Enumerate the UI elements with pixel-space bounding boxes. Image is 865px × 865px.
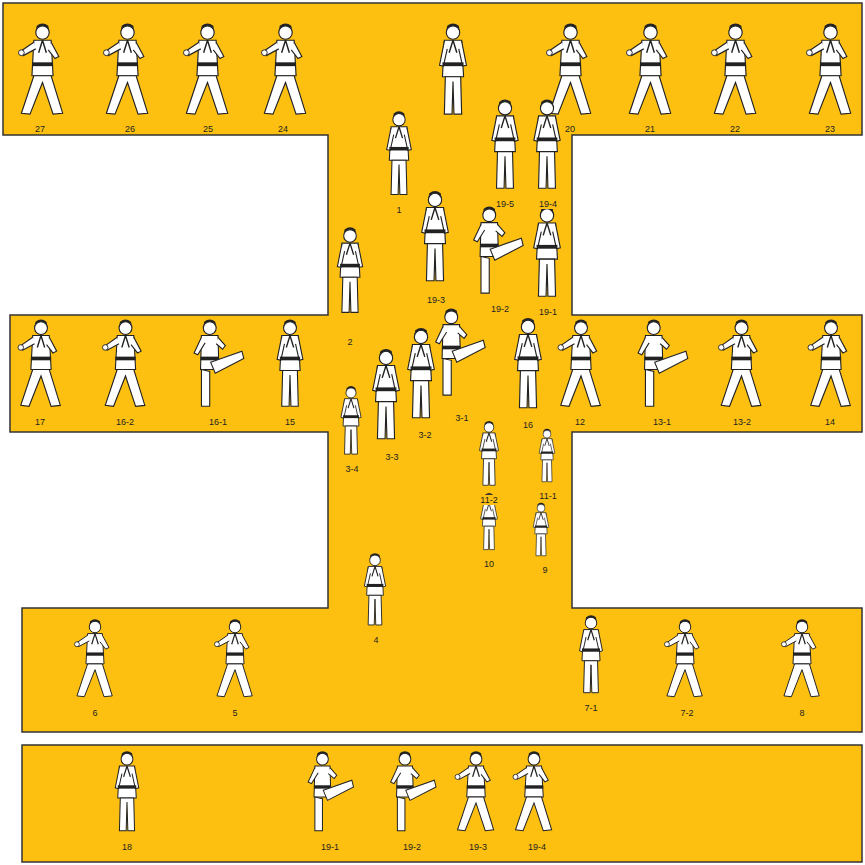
step-number-holder: 19-1: [538, 301, 558, 319]
step-number: 3-4: [344, 464, 359, 474]
step-number: 12: [574, 417, 586, 427]
step-number: 7-1: [583, 703, 598, 713]
step-number: 9: [541, 565, 548, 575]
step-number: 1: [395, 205, 402, 215]
step-number-holder: 19-2: [402, 836, 422, 854]
step-number-holder: 18: [121, 836, 133, 854]
step-number-holder: 19-4: [527, 836, 547, 854]
step-number: 11-2: [479, 495, 498, 505]
step-number: 16-1: [208, 417, 228, 427]
step-number-holder: 23: [824, 118, 836, 136]
step-number-holder: 3-2: [417, 424, 432, 442]
step-number: 20: [564, 124, 576, 134]
step-number-holder: 19-3: [426, 289, 446, 307]
step-number-holder: 16-1: [208, 411, 228, 429]
step-number-holder: 4: [372, 629, 379, 647]
step-number-holder: 10: [483, 553, 495, 571]
step-number: 19-4: [538, 199, 558, 209]
step-number: 19-2: [402, 842, 422, 852]
step-number: 21: [644, 124, 656, 134]
step-number: 16-2: [115, 417, 135, 427]
step-number: 4: [372, 635, 379, 645]
step-number: 15: [284, 417, 296, 427]
step-number-holder: 12: [574, 411, 586, 429]
step-number: 19-4: [527, 842, 547, 852]
step-number-holder: 21: [644, 118, 656, 136]
step-number-holder: 24: [277, 118, 289, 136]
step-number: 19-1: [320, 842, 340, 852]
floor-pattern: [3, 3, 862, 862]
step-number-holder: 7-1: [583, 697, 598, 715]
step-number: 3-2: [417, 430, 432, 440]
step-number-holder: 20: [564, 118, 576, 136]
step-number: 14: [824, 417, 836, 427]
step-number-holder: 1: [395, 199, 402, 217]
step-number-holder: 19-3: [468, 836, 488, 854]
step-number-holder: 7-2: [679, 702, 694, 720]
step-number: 7-2: [679, 708, 694, 718]
step-number-holder: 13-1: [652, 411, 672, 429]
step-number-holder: 17: [34, 411, 46, 429]
step-number: 8: [798, 708, 805, 718]
step-number-holder: 14: [824, 411, 836, 429]
step-number: 26: [124, 124, 136, 134]
step-number: 3-1: [454, 413, 469, 423]
step-number-holder: 26: [124, 118, 136, 136]
step-number: 19-1: [538, 307, 558, 317]
step-number: 18: [121, 842, 133, 852]
step-number-holder: 6: [91, 702, 98, 720]
step-number-holder: 2: [346, 331, 353, 349]
step-number: 13-2: [732, 417, 752, 427]
step-number-holder: 15: [284, 411, 296, 429]
step-number: 11-1: [538, 491, 557, 501]
step-number: 3-3: [384, 452, 399, 462]
step-number-holder: 19-4: [538, 193, 558, 211]
step-number: 2: [346, 337, 353, 347]
step-number: 19-5: [495, 199, 515, 209]
step-number: 16: [522, 420, 534, 430]
step-number: 27: [34, 124, 46, 134]
step-number: 19-3: [426, 295, 446, 305]
step-number-holder: 9: [541, 559, 548, 577]
step-number: 5: [231, 708, 238, 718]
step-number-holder: 13-2: [732, 411, 752, 429]
step-number-holder: 16-2: [115, 411, 135, 429]
step-number: 13-1: [652, 417, 672, 427]
step-number-holder: 11-2: [479, 489, 498, 507]
step-number-holder: 8: [798, 702, 805, 720]
step-number-holder: 19-2: [490, 298, 510, 316]
step-number-holder: 22: [729, 118, 741, 136]
step-number: 23: [824, 124, 836, 134]
step-number: 10: [483, 559, 495, 569]
step-number-holder: 19-1: [320, 836, 340, 854]
step-number-holder: 27: [34, 118, 46, 136]
step-number-holder: 3-3: [384, 446, 399, 464]
figures: [18, 23, 851, 830]
step-number-holder: 16: [522, 414, 534, 432]
step-number-holder: 5: [231, 702, 238, 720]
step-number: 22: [729, 124, 741, 134]
step-number: 19-3: [468, 842, 488, 852]
step-number: 19-2: [490, 304, 510, 314]
step-number: 17: [34, 417, 46, 427]
step-number-holder: 3-1: [454, 407, 469, 425]
step-number-holder: 25: [202, 118, 214, 136]
step-number: 24: [277, 124, 289, 134]
step-number-holder: 19-5: [495, 193, 515, 211]
step-number-holder: 11-1: [538, 485, 557, 503]
step-number: 25: [202, 124, 214, 134]
step-number-holder: 3-4: [344, 458, 359, 476]
step-number: 6: [91, 708, 98, 718]
